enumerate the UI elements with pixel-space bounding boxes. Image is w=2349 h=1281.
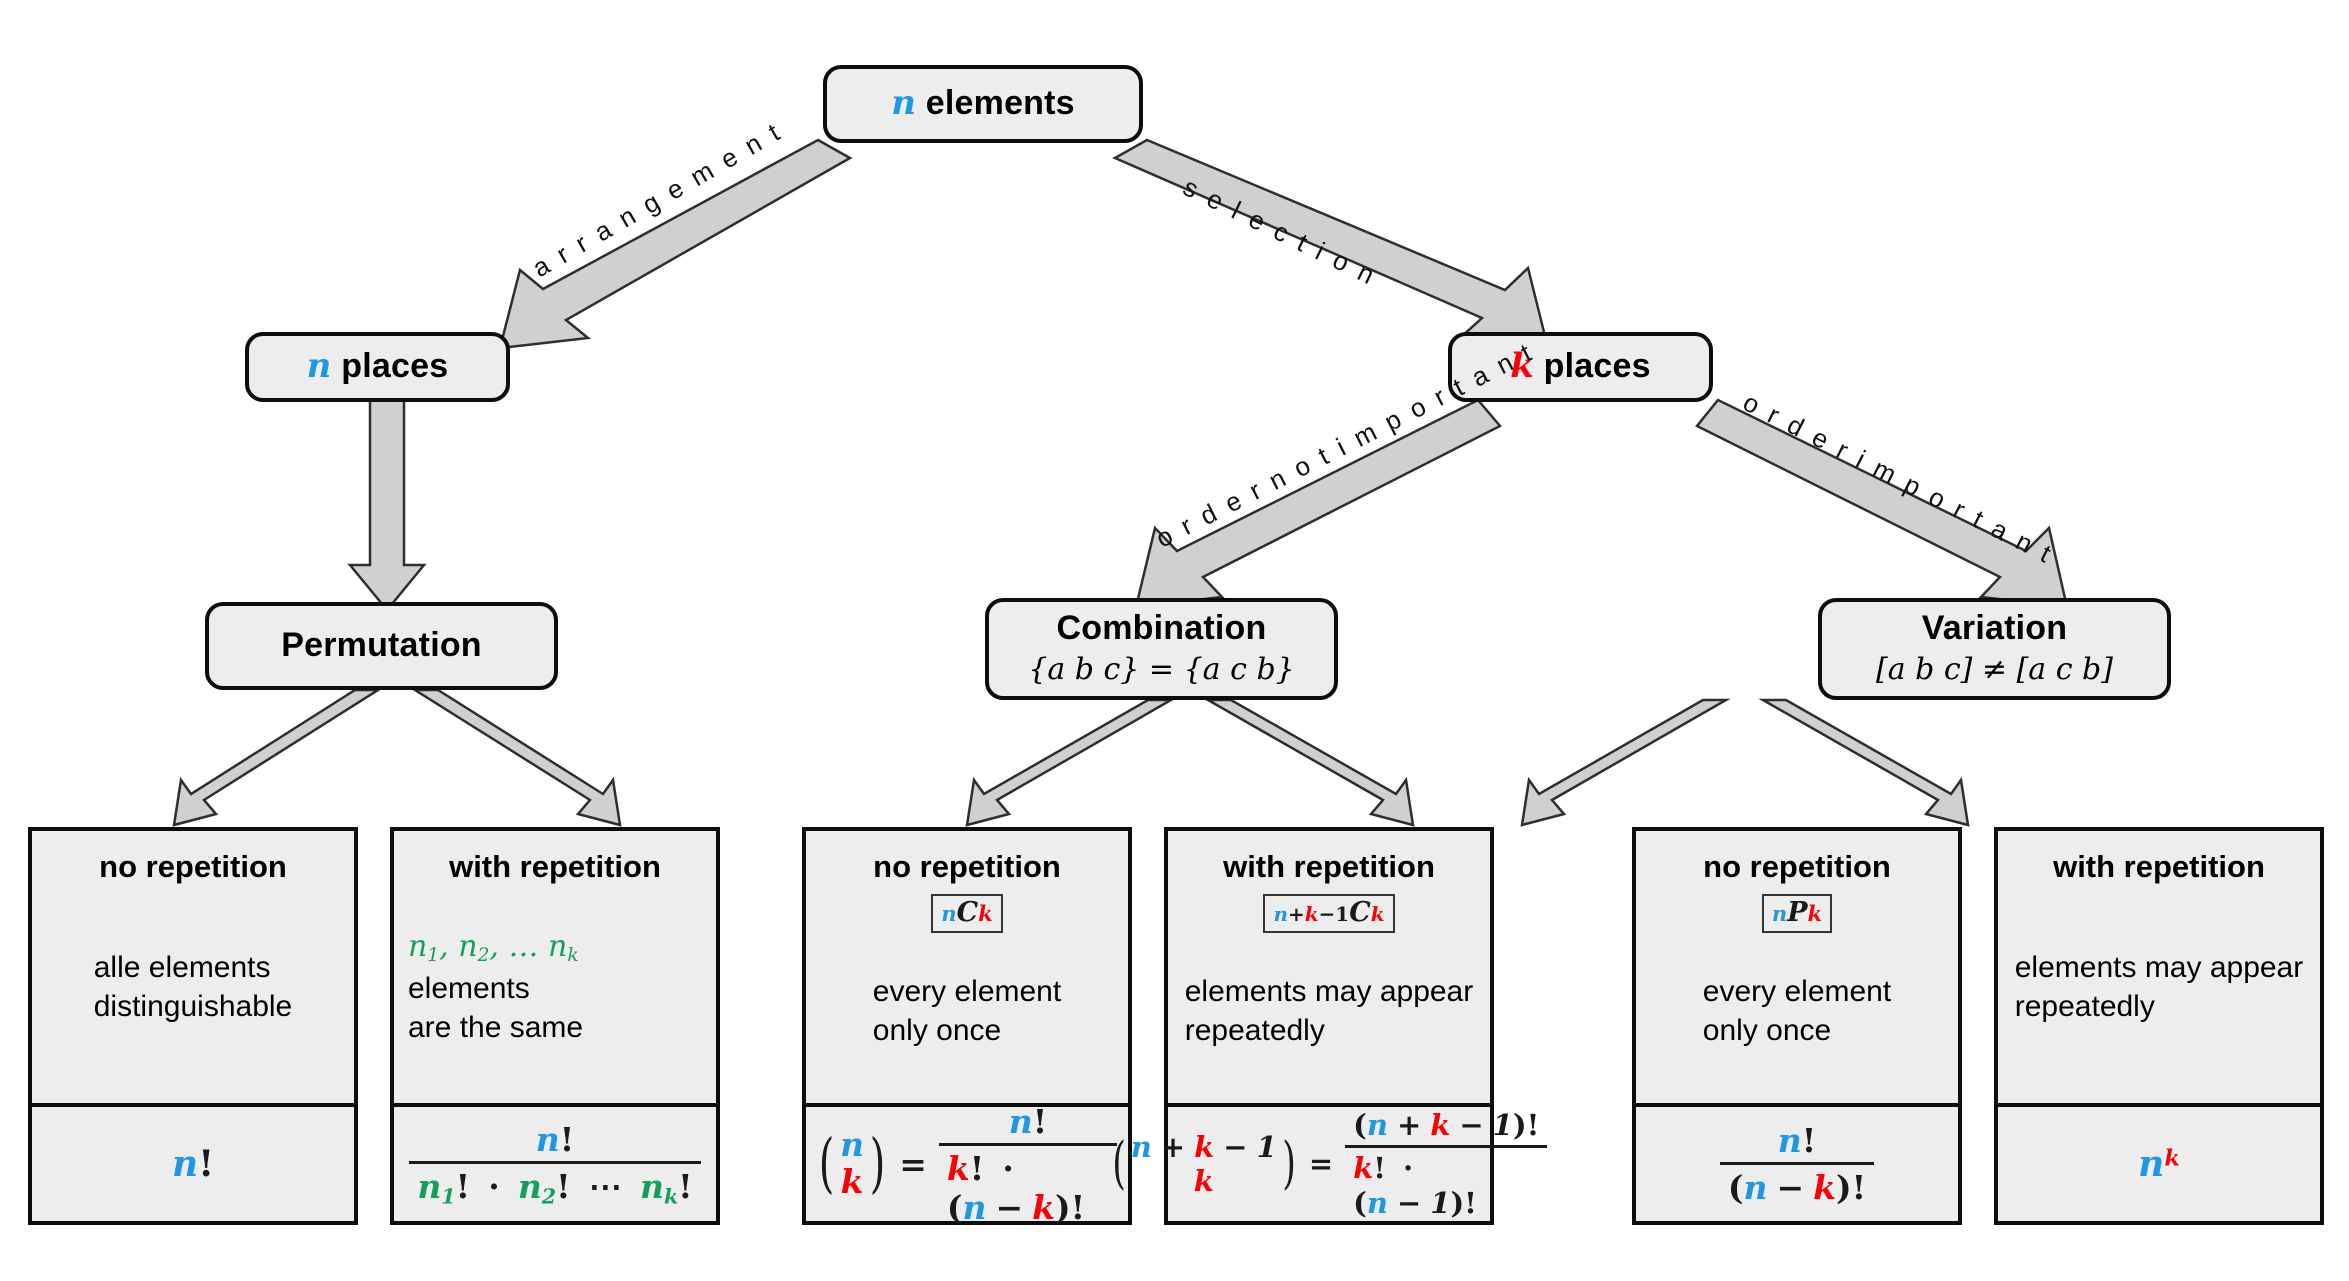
- leaf-top: no repetition nPk every element only onc…: [1636, 831, 1958, 1103]
- desc-symbols: n1, n2, … nk: [408, 929, 579, 967]
- arrow-arrangement: [498, 138, 853, 350]
- node-n-elements-title: n elements: [891, 85, 1075, 122]
- notation-badge-nCk: nCk: [931, 893, 1003, 933]
- symbol-n: n: [891, 83, 917, 124]
- node-k-places[interactable]: k places: [1448, 332, 1713, 402]
- leaf-heading: no repetition: [873, 849, 1061, 884]
- notation-badge-nPk: nPk: [1761, 893, 1833, 933]
- desc-line-2: repeatedly: [1184, 1013, 1325, 1047]
- node-combination-subtitle: {a b c} = {a c b}: [1028, 651, 1295, 687]
- arrow-variation-right: [1758, 698, 1970, 827]
- desc-line-1: elements may appear: [2014, 950, 2304, 984]
- node-n-elements[interactable]: n elements: [823, 65, 1143, 143]
- desc-line-2: only once: [872, 1013, 1002, 1047]
- arrow-variation-left: [1520, 698, 1731, 827]
- arrow-order-not-important: [1134, 398, 1502, 609]
- notation-badge-npkm1Ck: n+k−1Ck: [1263, 893, 1395, 933]
- node-combination[interactable]: Combination {a b c} = {a c b}: [985, 598, 1338, 700]
- formula-variation-no-rep: n! (n−k)!: [1719, 1121, 1875, 1207]
- desc-line-1: every element: [1702, 974, 1892, 1008]
- node-combination-title: Combination: [1056, 608, 1267, 647]
- node-n-places[interactable]: n places: [245, 332, 510, 402]
- desc-line-2: only once: [1702, 1013, 1832, 1047]
- formula-binomial-npkm1: ( n+k−1 k ) = (n+k−1)! k! · (n−1)!: [1108, 1108, 1551, 1221]
- leaf-heading: with repetition: [449, 849, 661, 884]
- desc-line-2: repeatedly: [2014, 989, 2155, 1023]
- desc-word-elements: elements: [408, 971, 530, 1005]
- leaf-top: with repetition elements may appear repe…: [1998, 831, 2320, 1103]
- leaf-description: alle elements distinguishable: [88, 942, 298, 1036]
- leaf-permutation-with-repetition[interactable]: with repetition n1, n2, … nk elements ar…: [390, 827, 720, 1225]
- leaf-top: no repetition nCk every element only onc…: [806, 831, 1128, 1103]
- leaf-formula-cell: ( n+k−1 k ) = (n+k−1)! k! · (n−1)!: [1112, 1103, 1548, 1221]
- leaf-top: with repetition n+k−1Ck elements may app…: [1168, 831, 1490, 1103]
- leaf-formula-cell: n! (n−k)!: [1636, 1103, 1958, 1221]
- leaf-heading: with repetition: [2053, 849, 2265, 884]
- arrow-combination-right: [1203, 698, 1415, 827]
- node-k-places-label: places: [1543, 347, 1651, 386]
- desc-line-2: are the same: [408, 1010, 584, 1044]
- node-variation[interactable]: Variation [a b c] ≠ [a c b]: [1818, 598, 2171, 700]
- leaf-permutation-no-repetition[interactable]: no repetition alle elements distinguisha…: [28, 827, 358, 1225]
- node-permutation[interactable]: Permutation: [205, 602, 558, 690]
- leaf-description: n1, n2, … nk elements are the same: [402, 921, 708, 1056]
- leaf-heading: no repetition: [99, 849, 287, 884]
- formula-n-factorial: n!: [172, 1143, 214, 1185]
- arrow-order-important: [1695, 398, 2069, 609]
- arrow-permutation-right: [410, 688, 622, 827]
- leaf-variation-no-repetition[interactable]: no repetition nPk every element only onc…: [1632, 827, 1962, 1225]
- symbol-n: n: [306, 346, 332, 387]
- leaf-formula-cell: n! n1! · n2! ⋯ nk!: [394, 1103, 716, 1221]
- node-n-elements-label: elements: [925, 84, 1075, 123]
- arrow-n-places-permutation: [347, 398, 427, 612]
- formula-permutation-multiset: n! n1! · n2! ⋯ nk!: [409, 1120, 701, 1208]
- arrow-permutation-left: [172, 688, 383, 827]
- leaf-heading: with repetition: [1223, 849, 1435, 884]
- node-n-places-label: places: [341, 347, 449, 386]
- desc-line-2: distinguishable: [93, 989, 293, 1023]
- leaf-top: no repetition alle elements distinguisha…: [32, 831, 354, 1103]
- node-k-places-title: k places: [1510, 348, 1650, 385]
- leaf-description: every element only once: [867, 966, 1067, 1060]
- desc-line-1: every element: [872, 974, 1062, 1008]
- node-variation-title: Variation: [1921, 608, 2068, 647]
- desc-line-1: alle elements: [93, 950, 271, 984]
- leaf-description: every element only once: [1697, 966, 1897, 1060]
- node-permutation-title: Permutation: [281, 626, 482, 665]
- leaf-combination-no-repetition[interactable]: no repetition nCk every element only onc…: [802, 827, 1132, 1227]
- desc-line-1: elements may appear: [1184, 974, 1474, 1008]
- symbol-k: k: [1510, 346, 1535, 387]
- node-variation-subtitle: [a b c] ≠ [a c b]: [1876, 651, 2113, 687]
- arrow-combination-left: [965, 698, 1176, 827]
- leaf-variation-with-repetition[interactable]: with repetition elements may appear repe…: [1994, 827, 2324, 1225]
- leaf-formula-cell: n!: [32, 1103, 354, 1221]
- node-n-places-title: n places: [307, 348, 449, 385]
- leaf-combination-with-repetition[interactable]: with repetition n+k−1Ck elements may app…: [1112, 827, 1548, 1225]
- leaf-heading: no repetition: [1703, 849, 1891, 884]
- leaf-top: with repetition n1, n2, … nk elements ar…: [394, 831, 716, 1103]
- leaf-description: elements may appear repeatedly: [2009, 942, 2310, 1036]
- leaf-description: elements may appear repeatedly: [1179, 966, 1480, 1060]
